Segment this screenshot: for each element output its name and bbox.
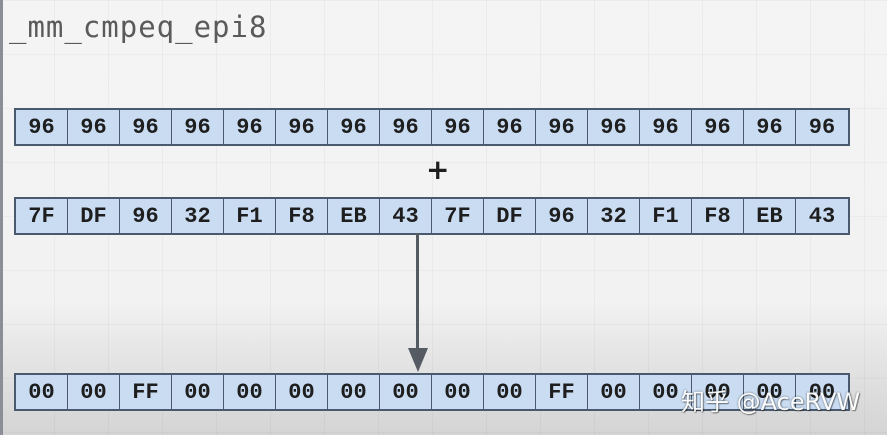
byte-cell: 00 [588, 375, 640, 409]
byte-cell: 96 [380, 110, 432, 144]
byte-cell: EB [744, 199, 796, 233]
page-title: _mm_cmpeq_epi8 [9, 10, 268, 44]
byte-cell: DF [68, 199, 120, 233]
byte-cell: 96 [276, 110, 328, 144]
left-border [0, 0, 3, 435]
byte-cell: 00 [172, 375, 224, 409]
byte-cell: 43 [380, 199, 432, 233]
byte-cell: 96 [808, 114, 836, 140]
byte-cell: F8 [692, 199, 744, 233]
byte-cell: 96 [120, 199, 172, 233]
byte-cell: 00 [16, 375, 68, 409]
byte-cell: 00 [224, 375, 276, 409]
byte-cell: 96 [588, 110, 640, 144]
byte-cell: 7F [432, 199, 484, 233]
byte-cell: 96 [536, 199, 588, 233]
byte-cell: 96 [68, 110, 120, 144]
byte-cell: F1 [640, 199, 692, 233]
byte-cell: 96 [328, 110, 380, 144]
byte-cell: 32 [588, 199, 640, 233]
byte-cell: 96 [16, 110, 68, 144]
byte-cell: 00 [808, 379, 836, 405]
byte-cell: 96 [744, 110, 796, 144]
byte-cell: 43 [808, 203, 836, 229]
byte-cell: 96 [484, 110, 536, 144]
byte-cell: F1 [224, 199, 276, 233]
byte-cell: 00 [640, 375, 692, 409]
byte-cell: 00 [744, 375, 796, 409]
watermark: 知乎 @AceRVW [681, 388, 861, 416]
byte-cell: 00 [276, 375, 328, 409]
byte-cell: 00 [380, 375, 432, 409]
plus-operator: + [426, 153, 450, 186]
byte-cell: 96 [432, 110, 484, 144]
byte-cell: 96 [224, 110, 276, 144]
byte-cell: 00 [328, 375, 380, 409]
byte-cell: EB [328, 199, 380, 233]
byte-cell: 96 [172, 110, 224, 144]
byte-cell: 7F [16, 199, 68, 233]
byte-cell: 00 [484, 375, 536, 409]
down-arrow-icon [408, 348, 428, 372]
byte-cell: 32 [172, 199, 224, 233]
byte-cell: 00 [432, 375, 484, 409]
byte-cell: F8 [276, 199, 328, 233]
byte-cell: 96 [536, 110, 588, 144]
byte-cell: 00 [68, 375, 120, 409]
byte-cell: 96 [640, 110, 692, 144]
byte-cell: FF [536, 375, 588, 409]
byte-cell: DF [484, 199, 536, 233]
byte-cell: 96 [692, 110, 744, 144]
byte-cell: 96 [120, 110, 172, 144]
byte-cell: 00 [692, 375, 744, 409]
result-arrow-shaft [416, 233, 419, 351]
byte-cell: FF [120, 375, 172, 409]
